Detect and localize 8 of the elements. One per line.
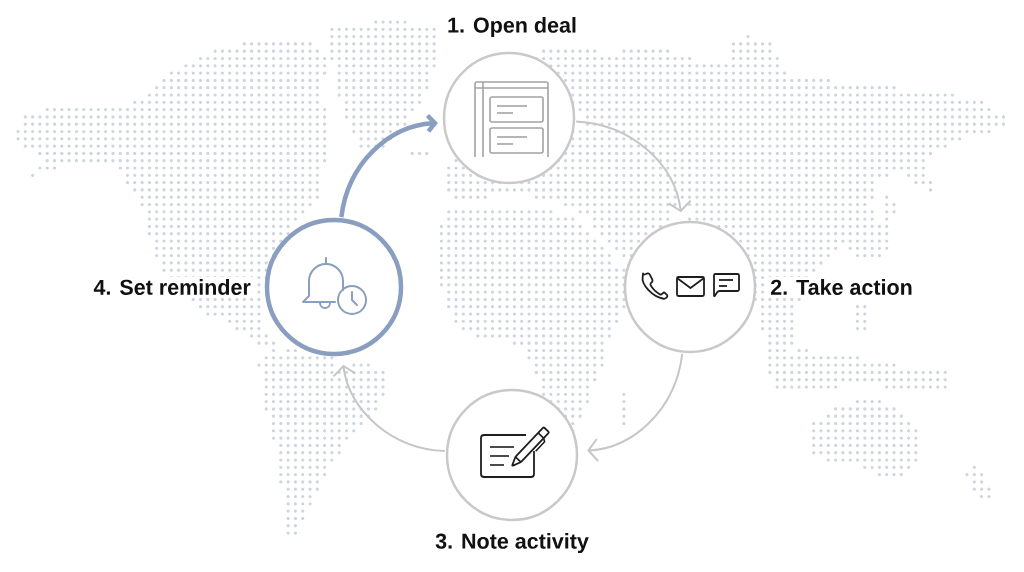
step-label: 2. Take action: [768, 277, 915, 297]
step-label: 1. Open deal: [445, 15, 579, 39]
step-label: 3. Note activity: [433, 530, 591, 555]
arrow: [575, 120, 692, 213]
arrow: [332, 364, 446, 453]
arrow: [587, 352, 684, 462]
arrow: [339, 113, 438, 218]
step-label: 4. Set reminder: [91, 277, 253, 297]
